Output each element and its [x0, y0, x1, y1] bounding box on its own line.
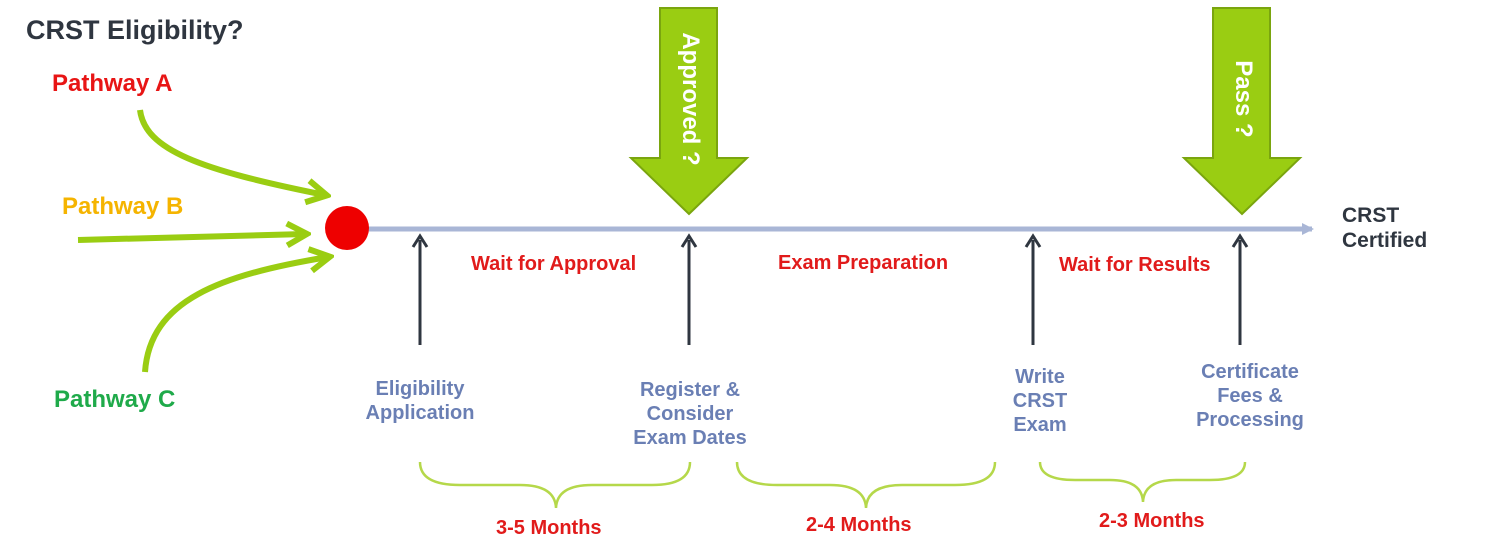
duration-brace-2: [735, 461, 997, 509]
step-eligibility-application: Eligibility Application: [365, 378, 475, 424]
phase-wait-for-results: Wait for Results: [1059, 254, 1211, 276]
duration-label-2: 2-4 Months: [806, 514, 912, 536]
approved-decision-arrow: [628, 7, 750, 216]
pass-decision-arrow: [1181, 7, 1303, 216]
phase-wait-for-approval: Wait for Approval: [471, 253, 637, 275]
pass-decision-label: Pass ?: [1230, 60, 1257, 138]
phase-exam-preparation: Exam Preparation: [778, 252, 949, 274]
step-register-exam-dates: Register & Consider Exam Dates: [633, 379, 747, 449]
pathway-b-label: Pathway B: [62, 193, 184, 220]
diagram-title: CRST Eligibility?: [26, 15, 244, 45]
pathway-a-label: Pathway A: [52, 70, 173, 97]
duration-brace-3: [1038, 461, 1247, 503]
pathway-c-label: Pathway C: [54, 386, 176, 413]
pathway-c-arrow: [142, 257, 328, 373]
step-write-crst-exam: Write CRST Exam: [1012, 366, 1068, 436]
approved-decision-label: Approved ?: [677, 32, 704, 166]
duration-brace-1: [418, 461, 692, 509]
step-certificate-fees: Certificate Fees & Processing: [1196, 361, 1304, 431]
pathway-b-arrow: [77, 234, 305, 240]
duration-label-3: 2-3 Months: [1099, 510, 1205, 532]
duration-label-1: 3-5 Months: [496, 517, 602, 539]
end-label-crst-certified: CRST Certified: [1342, 204, 1428, 253]
pathway-a-arrow: [137, 109, 325, 195]
start-point: [325, 206, 369, 250]
